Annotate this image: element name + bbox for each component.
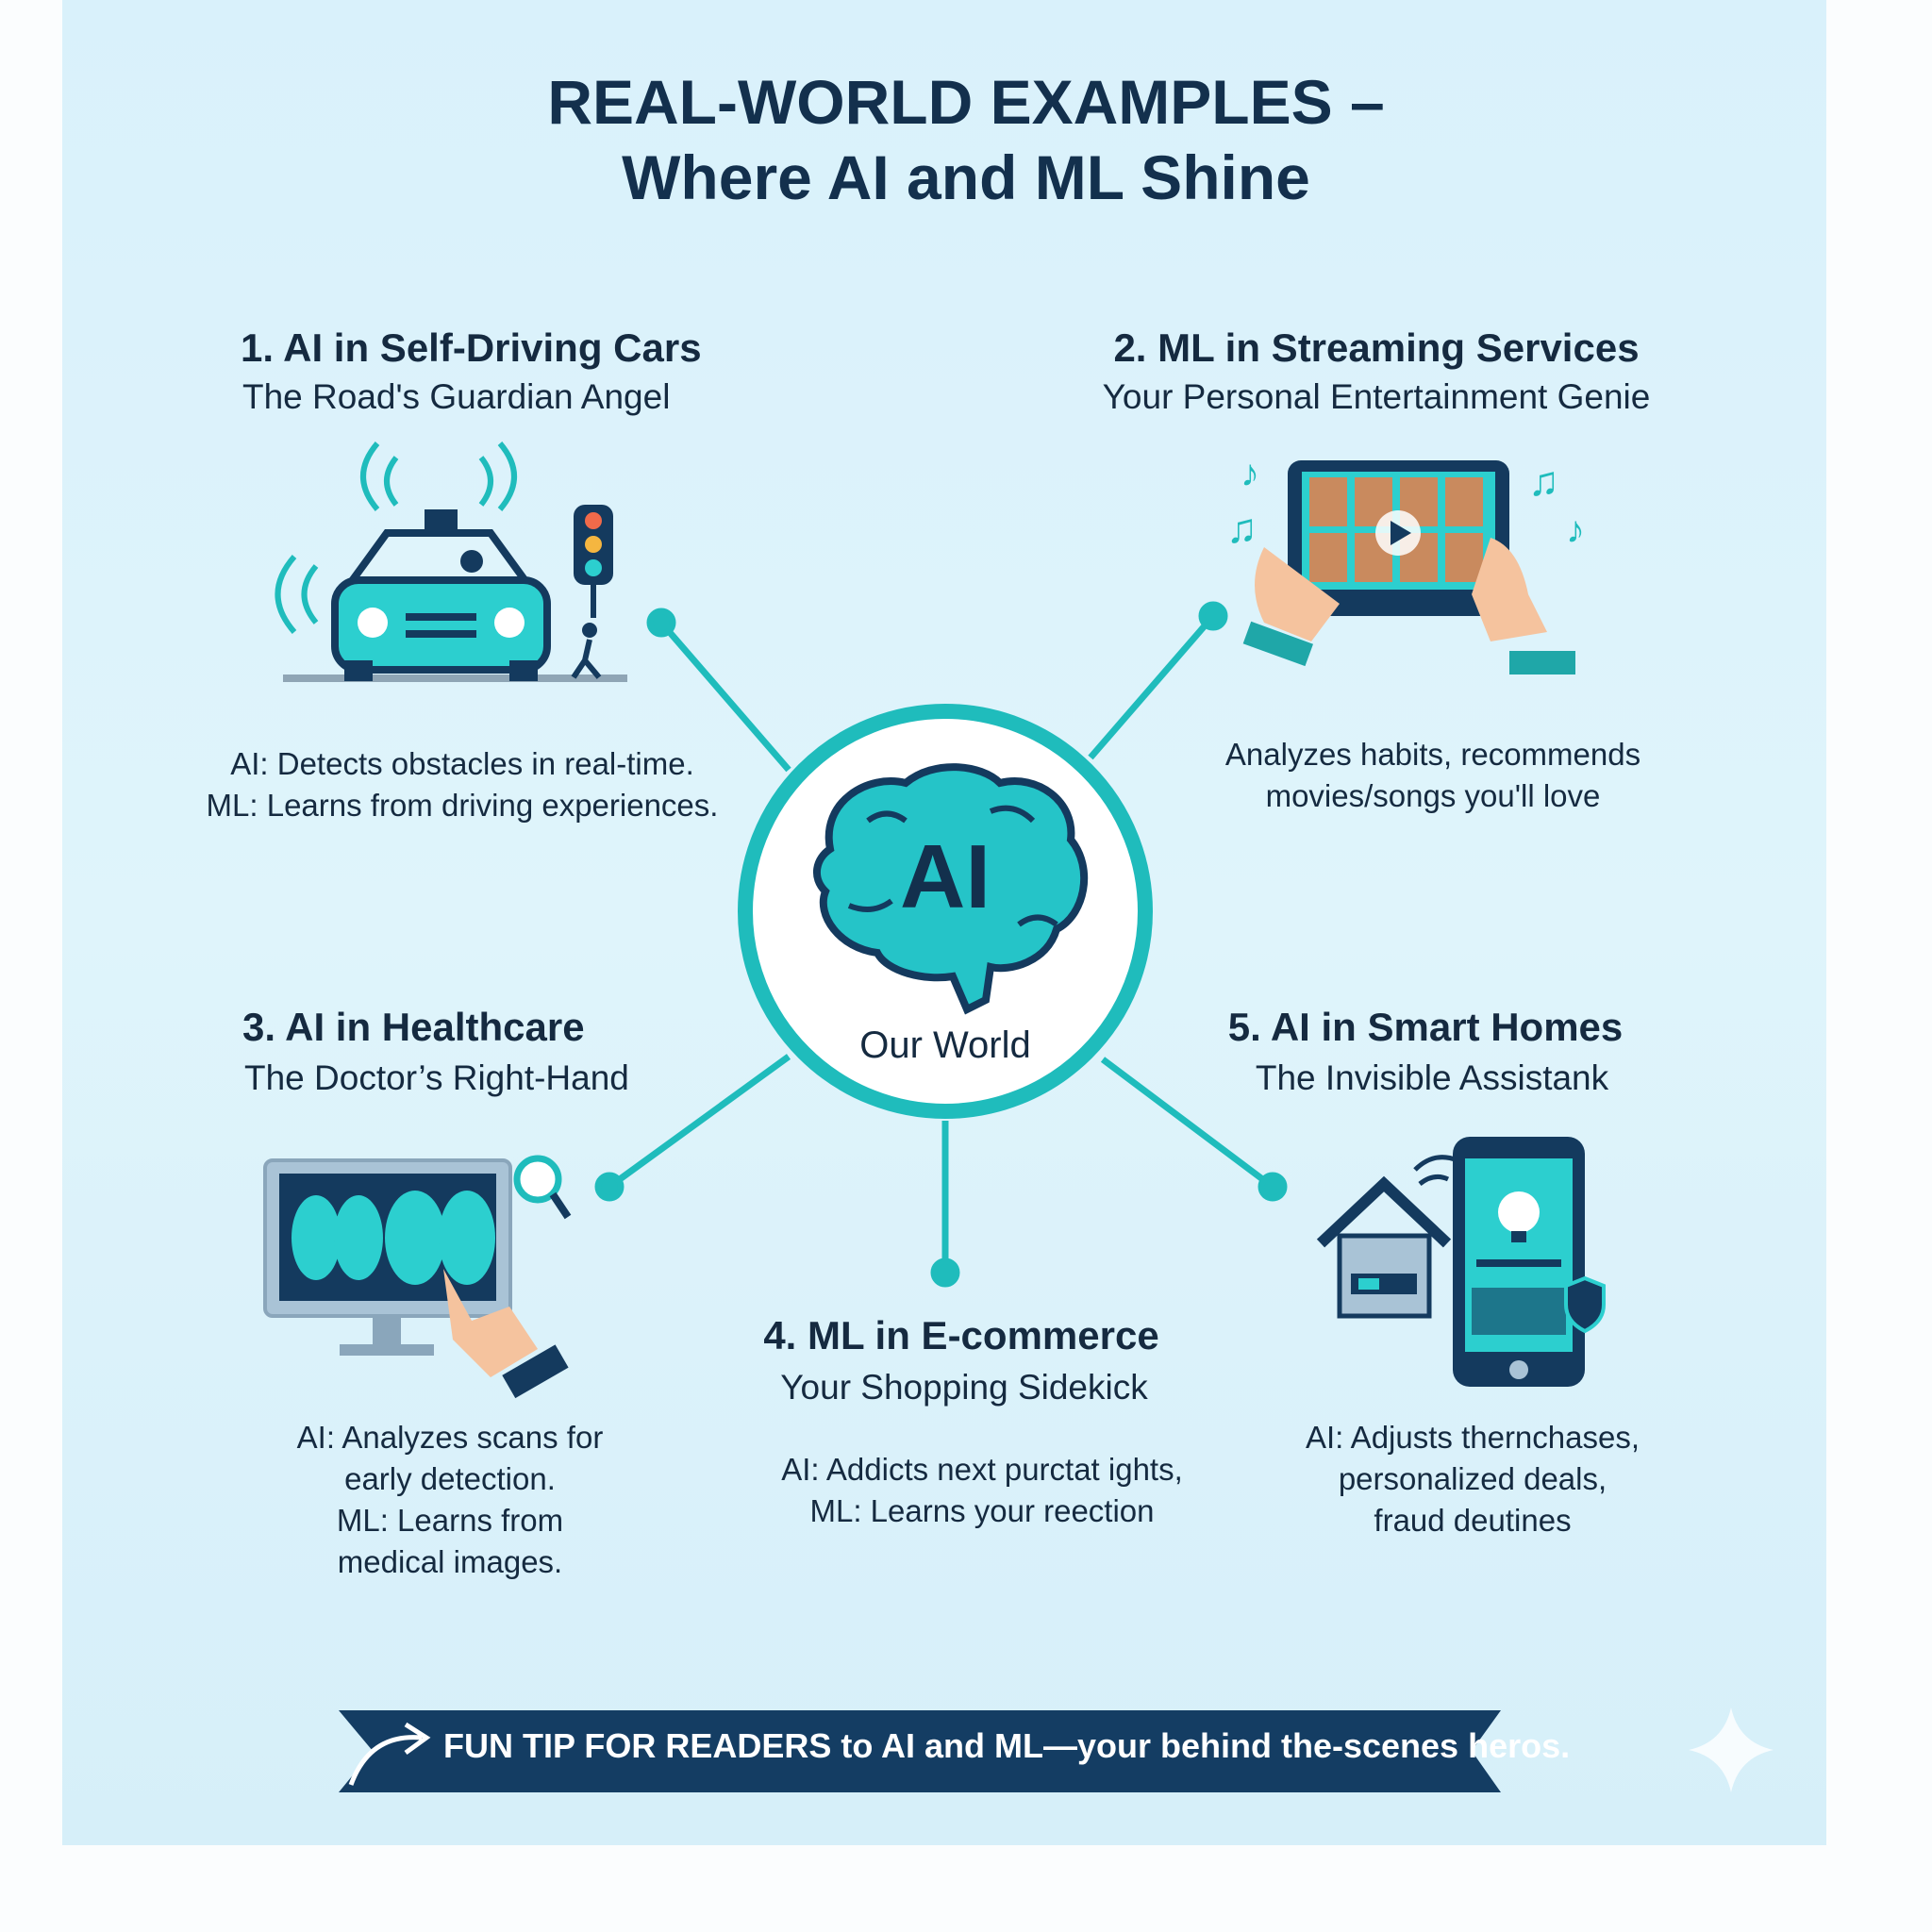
section-5-desc: AI: Adjusts thernchases,personalized dea… — [1305, 1420, 1641, 1538]
svg-text:♪: ♪ — [1241, 453, 1259, 494]
tip-banner — [339, 1710, 1501, 1792]
section-4-desc: AI: Addicts next purctat ights,ML: Learn… — [781, 1452, 1183, 1528]
section-3-subtitle: The Doctor’s Right-Hand — [244, 1058, 629, 1097]
section-2-subtitle: Your Personal Entertainment Genie — [1102, 377, 1651, 416]
section-1-desc: AI: Detects obstacles in real-time.ML: L… — [206, 746, 719, 823]
self-driving-car-icon — [275, 441, 627, 682]
page-title-line2: Where AI and ML Shine — [622, 142, 1310, 212]
section-4-title: 4. ML in E-commerce — [763, 1313, 1159, 1357]
tip-banner-text: FUN TIP FOR READERS to AI and ML—your be… — [443, 1726, 1571, 1765]
sparkle-icon — [1689, 1707, 1774, 1792]
connector-lines — [594, 601, 1288, 1288]
connector-1 — [658, 620, 791, 773]
section-4-subtitle: Your Shopping Sidekick — [780, 1368, 1148, 1407]
section-1-subtitle: The Road's Guardian Angel — [242, 377, 671, 416]
arrow-icon — [348, 1722, 431, 1786]
connector-5 — [1100, 1057, 1275, 1190]
connector-dot-1 — [646, 608, 676, 638]
brain-label: AI — [900, 826, 991, 927]
smart-home-phone-icon — [1316, 1137, 1606, 1387]
brain-icon — [813, 763, 1089, 1015]
connector-2 — [1088, 613, 1216, 760]
section-1-title: 1. AI in Self-Driving Cars — [241, 325, 702, 370]
connector-dot-2 — [1198, 601, 1228, 631]
svg-text:♫: ♫ — [1226, 506, 1257, 552]
center-caption: Our World — [859, 1024, 1031, 1066]
svg-text:♪: ♪ — [1566, 509, 1585, 551]
page-title-line1: REAL-WORLD EXAMPLES – — [547, 67, 1385, 137]
section-2-title: 2. ML in Streaming Services — [1113, 325, 1640, 370]
section-3-title: 3. AI in Healthcare — [242, 1005, 585, 1049]
medical-scan-monitor-icon — [263, 1155, 572, 1399]
section-5-title: 5. AI in Smart Homes — [1227, 1005, 1624, 1049]
connector-dot-3 — [594, 1172, 625, 1202]
section-5-subtitle: The Invisible Assistank — [1255, 1058, 1609, 1097]
connector-3 — [607, 1054, 791, 1190]
streaming-tablet-icon: ♫♪ ♫♪ — [1226, 453, 1585, 675]
connector-dot-5 — [1257, 1172, 1288, 1202]
svg-text:♫: ♫ — [1528, 458, 1559, 505]
connector-dot-4 — [930, 1257, 960, 1288]
